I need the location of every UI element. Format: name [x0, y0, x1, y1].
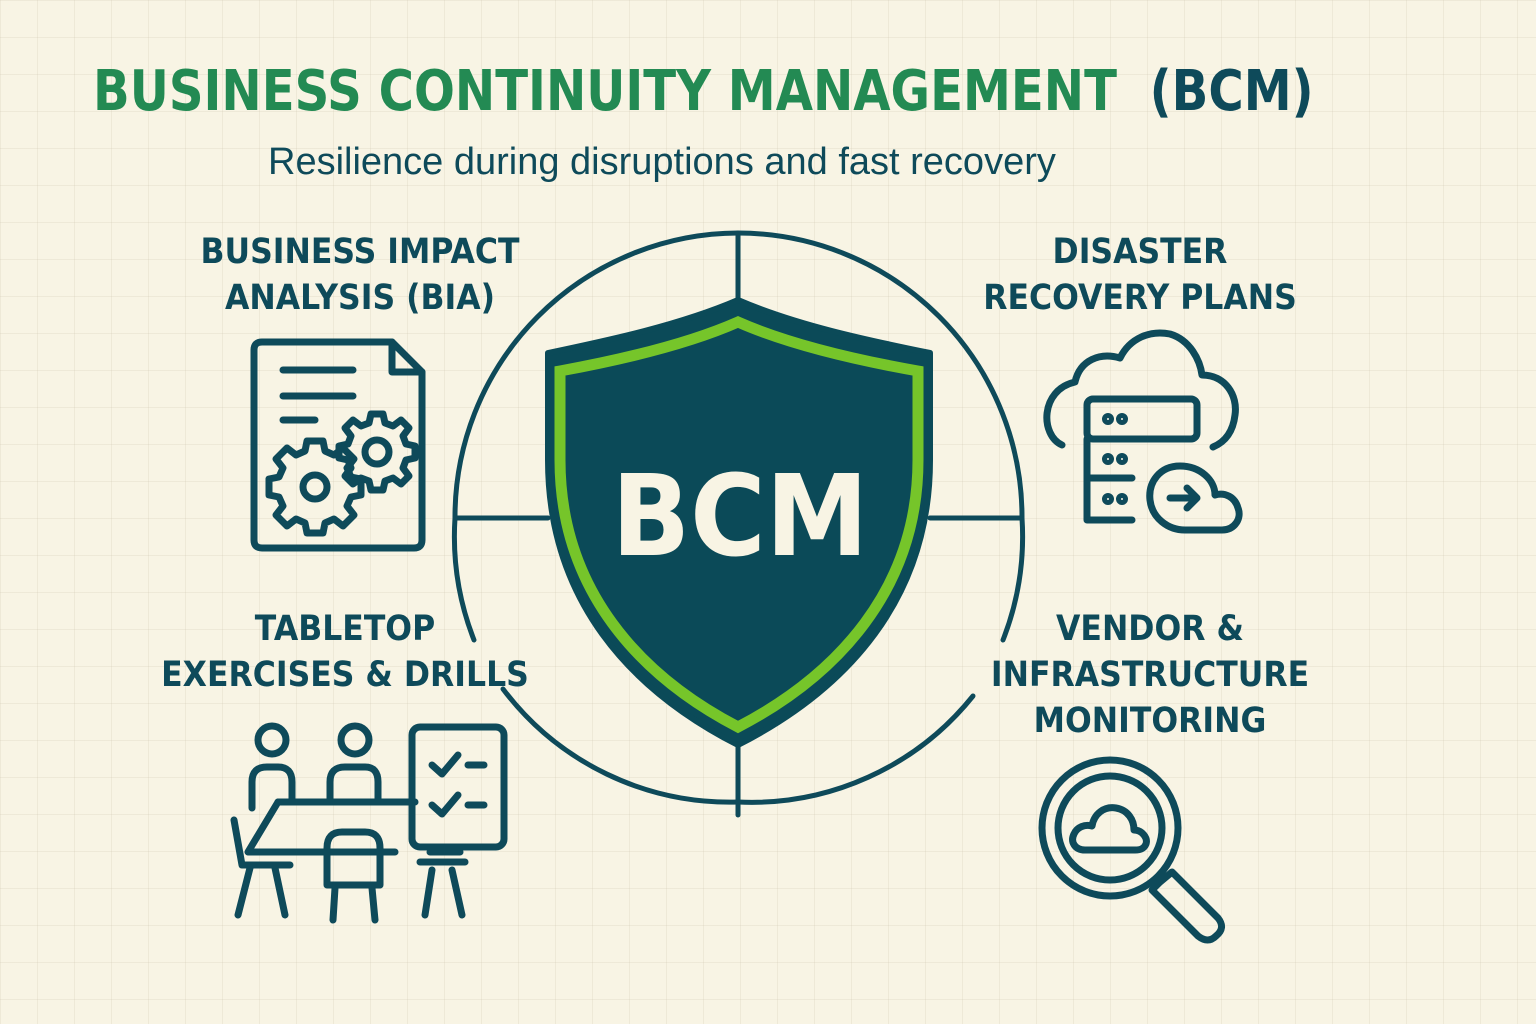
label-line: EXERCISES & DRILLS — [161, 655, 529, 695]
page-subtitle: Resilience during disruptions and fast r… — [268, 141, 1056, 183]
label-line: TABLETOP — [254, 609, 436, 649]
magnifier-cloud-icon — [1038, 756, 1225, 944]
label-line: VENDOR & — [1056, 609, 1244, 649]
quadrant-label-vendor-monitoring: VENDOR & INFRASTRUCTURE MONITORING — [970, 606, 1330, 744]
cloud-server-recovery-icon — [1043, 329, 1243, 534]
page-title: BUSINESS CONTINUITY MANAGEMENT (BCM) — [93, 60, 1314, 124]
label-line: RECOVERY PLANS — [983, 278, 1297, 318]
quadrant-label-tabletop: TABLETOP EXERCISES & DRILLS — [152, 606, 539, 698]
document-gears-icon — [250, 338, 426, 552]
quadrant-label-disaster-recovery: DISASTER RECOVERY PLANS — [951, 229, 1329, 321]
title-abbreviation: (BCM) — [1149, 59, 1314, 124]
label-line: DISASTER — [1052, 232, 1228, 272]
shield-icon: BCM — [545, 297, 933, 748]
title-main: BUSINESS CONTINUITY MANAGEMENT — [93, 59, 1117, 124]
label-line: ANALYSIS (BIA) — [224, 278, 496, 318]
meeting-checklist-icon — [230, 722, 508, 924]
label-line: BUSINESS IMPACT — [200, 232, 520, 272]
quadrant-label-bia: BUSINESS IMPACT ANALYSIS (BIA) — [171, 229, 549, 321]
label-line: INFRASTRUCTURE — [990, 655, 1310, 695]
shield-label: BCM — [612, 452, 869, 582]
label-line: MONITORING — [1033, 701, 1267, 741]
outer-ring — [451, 230, 1026, 818]
